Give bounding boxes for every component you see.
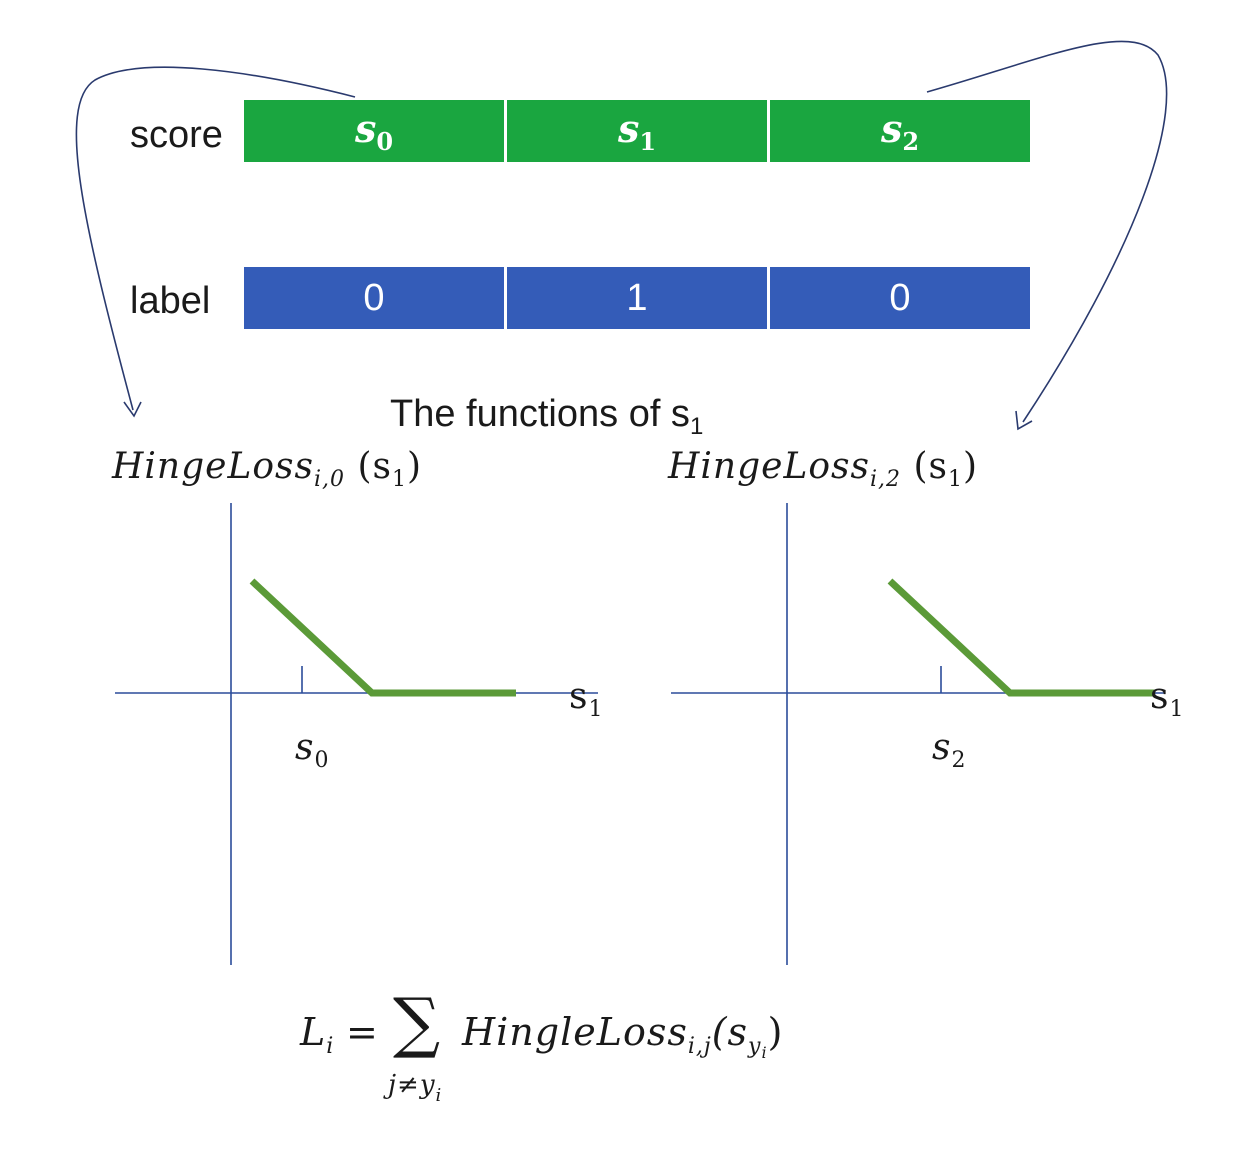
formula-lhs: Li: [300, 1010, 335, 1059]
label-cell-1: 1: [507, 267, 767, 329]
right-hinge-line: [887, 578, 1155, 697]
score-cell-2: s2: [770, 100, 1030, 162]
left-hinge-line: [249, 578, 516, 697]
left-curve-arrow: [75, 66, 356, 411]
left-hinge-label: s0: [295, 727, 330, 773]
label-cell-2: 0: [770, 267, 1030, 329]
score-symbol: s2: [880, 106, 920, 156]
right-hinge-label: s2: [932, 727, 967, 773]
right-axis-label: s1: [1150, 676, 1185, 722]
functions-subtitle: The functions of s1: [390, 393, 704, 440]
left-axis-label: s1: [569, 676, 604, 722]
formula-term: HingleLossi,j(syi): [462, 1010, 784, 1062]
score-symbol: s1: [617, 106, 657, 156]
label-row-label: label: [130, 280, 211, 322]
formula-sum-index: j≠yi: [388, 1070, 443, 1106]
score-cell-1: s1: [507, 100, 767, 162]
right-arrowhead-icon: [1015, 410, 1033, 431]
label-cell-0: 0: [244, 267, 504, 329]
right-plot-title: HingeLossi,2 (s1): [668, 446, 979, 492]
left-plot-title: HingeLossi,0 (s1): [112, 446, 423, 492]
left-arrowhead-icon: [123, 401, 142, 418]
formula-equals: =: [346, 1010, 379, 1054]
score-row-label: score: [130, 114, 223, 156]
right-curve-arrow: [926, 40, 1168, 423]
formula-sum-icon: ∑: [393, 984, 442, 1061]
score-symbol: s0: [354, 106, 394, 156]
score-cell-0: s0: [244, 100, 504, 162]
